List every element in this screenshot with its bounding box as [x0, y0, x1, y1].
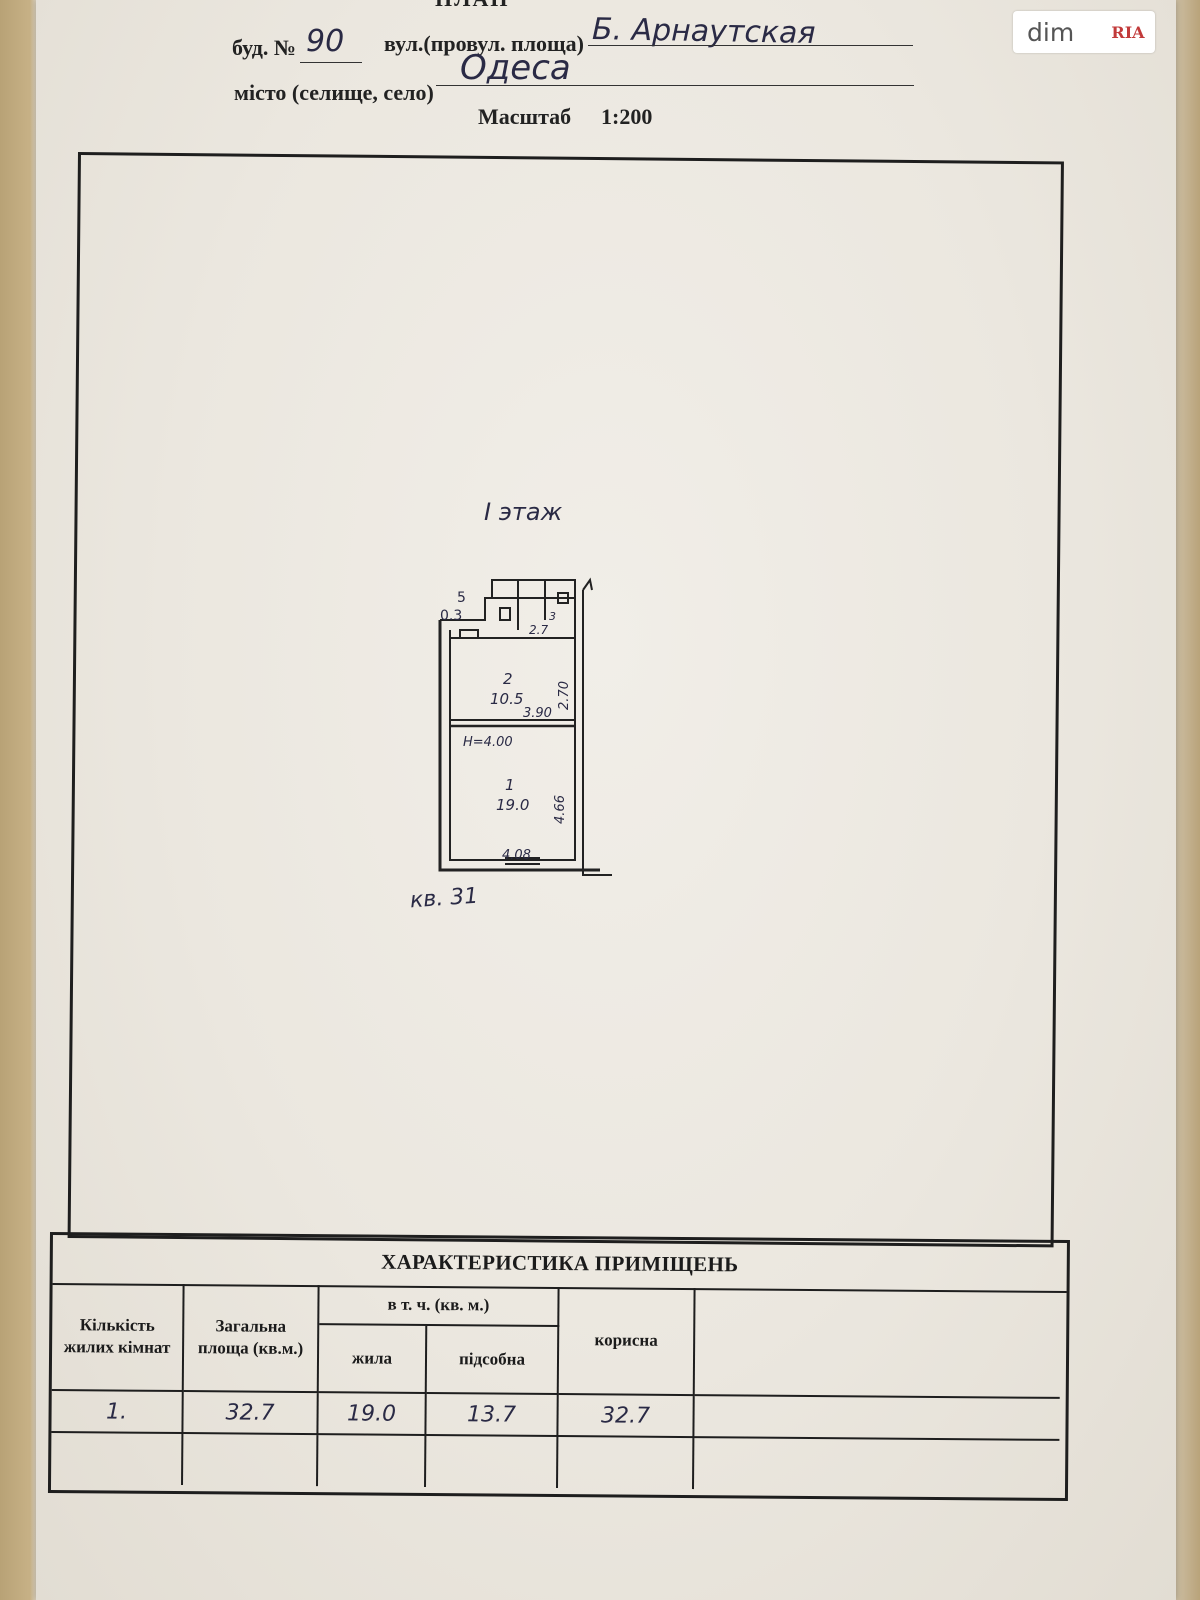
street-label: вул.(провул. площа) — [384, 31, 584, 56]
empty-row-cell — [51, 1433, 184, 1486]
room-2-depth: 2.70 — [556, 681, 572, 710]
scale-label: Масштаб — [478, 104, 572, 129]
room-2-number: 2 — [503, 670, 513, 688]
floor-label: I этаж — [484, 498, 563, 526]
col-rooms-count: Кількість жилих кімнат — [51, 1283, 185, 1393]
room-2-width: 3.90 — [523, 706, 552, 721]
col-including: в т. ч. (кв. м.) — [319, 1285, 560, 1328]
city-line — [436, 85, 914, 86]
premises-table: ХАРАКТЕРИСТИКА ПРИМІЩЕНЬ Кількість жилих… — [47, 1232, 1070, 1502]
dimria-watermark: dim RIA — [1013, 11, 1155, 53]
col-blank — [694, 1288, 1061, 1399]
col-total-area: Загальна площа (кв.м.) — [183, 1284, 320, 1394]
col-useful: корисна — [558, 1287, 696, 1397]
room-5-number: 5 — [457, 590, 466, 606]
top-cut-title: ПЛАН — [435, 0, 510, 12]
value-living: 19.0 — [318, 1393, 427, 1436]
empty-row-cell — [426, 1435, 559, 1488]
room-1-area: 19.0 — [496, 796, 530, 814]
empty-row-cell — [558, 1436, 695, 1490]
dim-logo-text: dim — [1027, 17, 1075, 47]
room-3-number: 3 — [549, 610, 556, 623]
room-2-area: 10.5 — [490, 690, 524, 708]
value-rooms-count: 1. — [51, 1391, 184, 1435]
city-value: Одеса — [460, 48, 571, 88]
building-number-label: буд. № — [232, 35, 297, 60]
value-auxiliary: 13.7 — [426, 1393, 559, 1437]
room-1-depth: 4.66 — [552, 795, 568, 824]
room-1-width: 4.08 — [502, 848, 531, 863]
building-number-value: 90 — [306, 24, 345, 59]
room-5-area: 0.3 — [440, 608, 463, 624]
scale-value: 1:200 — [601, 104, 653, 129]
empty-row-cell — [318, 1435, 427, 1487]
street-line — [588, 45, 913, 46]
value-total-area: 32.7 — [183, 1392, 319, 1436]
apartment-label: кв. 31 — [409, 883, 480, 914]
value-blank — [694, 1396, 1060, 1441]
empty-row-cell — [183, 1434, 319, 1487]
col-auxiliary: підсобна — [426, 1325, 560, 1396]
document-sheet — [36, 0, 1176, 1600]
city-label: місто (селище, село) — [234, 80, 434, 105]
ria-logo: RIA — [1101, 17, 1155, 47]
room-3-area: 2.7 — [529, 623, 549, 637]
ceiling-height: Н=4.00 — [463, 735, 513, 750]
room-1-number: 1 — [505, 776, 515, 794]
value-useful: 32.7 — [558, 1395, 695, 1439]
building-number-line — [300, 62, 362, 63]
col-living: жила — [318, 1325, 428, 1394]
floor-plan — [438, 577, 612, 876]
